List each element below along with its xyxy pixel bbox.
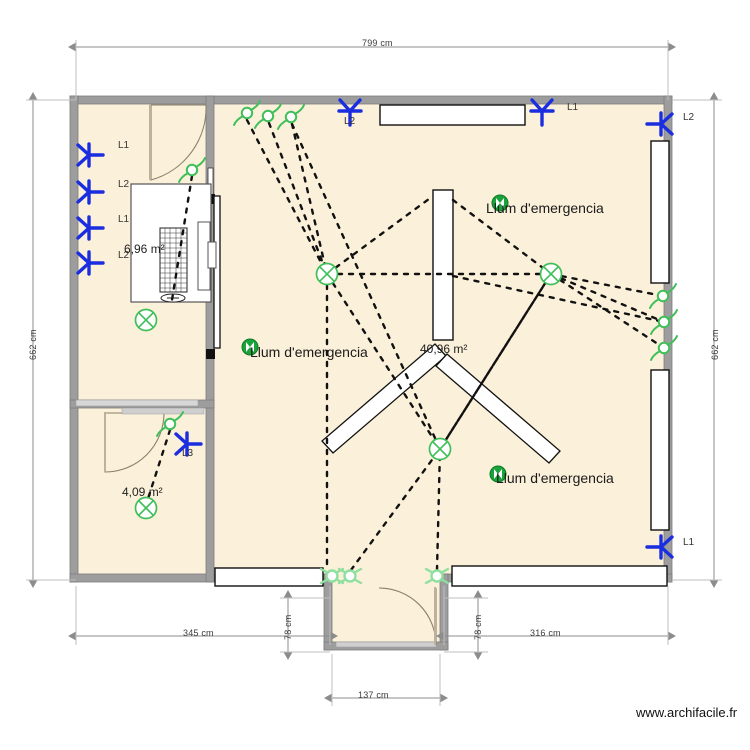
circuit-label-8: L3 [182, 448, 194, 459]
wall-light-l1-bottom-right[interactable] [645, 534, 674, 560]
emergency-light-marker-3[interactable] [489, 465, 507, 483]
switch-right-1[interactable] [649, 283, 677, 309]
emergency-light-markers [241, 194, 509, 483]
switch-right-2[interactable] [650, 309, 678, 335]
wall-lights-group [76, 98, 674, 560]
windows [75, 104, 670, 587]
switch-upper-left-door[interactable] [178, 157, 206, 183]
ceiling-light-main-2[interactable] [428, 437, 452, 461]
switch-double-bottom-1[interactable] [319, 567, 345, 585]
fixture-group-upper-left [130, 183, 217, 303]
wall-light-l1-a[interactable] [76, 142, 105, 168]
ceiling-light-lower-left[interactable] [134, 496, 158, 520]
circuit-label-1: L1 [118, 140, 130, 151]
switch-lower-left-door[interactable] [156, 411, 184, 437]
circuit-label-4: L2 [118, 250, 130, 261]
interior-stub [213, 195, 221, 349]
room-area-upper-left: 6,96 m² [124, 242, 165, 256]
wall-light-l2-b[interactable] [76, 250, 105, 276]
floor-fills [76, 96, 672, 650]
ceiling-light-upper-left[interactable] [134, 308, 158, 332]
room-area-main: 40,96 m² [420, 342, 468, 356]
dim-entry-depth-left: 78 cm [283, 614, 293, 640]
emergency-light-marker-2[interactable] [241, 338, 259, 356]
switch-double-bottom-3[interactable] [424, 567, 450, 585]
dim-bottom-left: 345 cm [183, 628, 214, 638]
entry-threshold [335, 641, 437, 648]
ceiling-light-main-1[interactable] [315, 262, 339, 286]
ceiling-lights-group [134, 262, 563, 520]
wall-light-l2-a[interactable] [76, 179, 105, 205]
ceiling-light-main-3[interactable] [539, 262, 563, 286]
diagonal-partitions [321, 343, 561, 464]
dim-entry-depth-right: 78 cm [473, 614, 483, 640]
wiring-dashed [144, 118, 666, 572]
circuit-label-9: L1 [683, 537, 695, 548]
door-leaves [104, 104, 436, 645]
dim-bottom-right: 316 cm [530, 628, 561, 638]
dim-left: 662 cm [28, 329, 38, 360]
switch-top-3[interactable] [277, 104, 305, 130]
wall-light-l1-b[interactable] [76, 215, 105, 241]
switch-right-3[interactable] [650, 335, 678, 361]
wall-light-l2-top[interactable] [337, 98, 363, 127]
emergency-label-3: Llum d'emergencia [496, 470, 614, 486]
circuit-label-2: L2 [118, 179, 130, 190]
dim-entry-width: 137 cm [358, 690, 389, 700]
watermark: www.archifacile.fr [636, 705, 738, 720]
circuit-label-3: L1 [118, 214, 130, 225]
room-area-lower-left: 4,09 m² [122, 485, 163, 499]
switch-double-bottom-2[interactable] [337, 567, 363, 585]
circuit-label-6: L1 [567, 102, 579, 113]
dim-right: 662 cm [710, 329, 720, 360]
circuit-label-5: L2 [344, 116, 356, 127]
wall-light-l2-right[interactable] [645, 111, 674, 137]
circuit-label-7: L2 [683, 112, 695, 123]
switch-top-1[interactable] [233, 100, 261, 126]
emergency-label-2: Llum d'emergencia [250, 344, 368, 360]
emergency-label-1: Llum d'emergencia [486, 200, 604, 216]
dim-top: 799 cm [362, 38, 393, 48]
switch-top-2[interactable] [254, 103, 282, 129]
dimension-lines [26, 40, 722, 706]
emergency-light-marker-1[interactable] [491, 194, 509, 212]
wall-light-l3[interactable] [174, 431, 203, 457]
wall-light-l1-top[interactable] [529, 98, 555, 127]
switches-group [156, 100, 678, 585]
